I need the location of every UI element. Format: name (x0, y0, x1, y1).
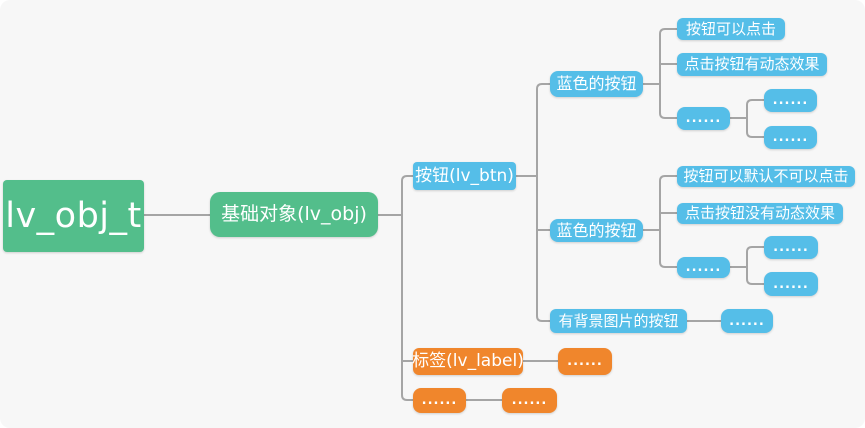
node-label-more[interactable]: ...... (558, 348, 612, 375)
node-img-bg-btn-more[interactable]: ...... (721, 309, 773, 333)
node-blue1-more-a[interactable]: ...... (764, 89, 817, 112)
node-other-more[interactable]: ...... (413, 388, 466, 413)
node-click-has-anim[interactable]: 点击按钮有动态效果 (677, 53, 827, 76)
node-click-no-anim[interactable]: 点击按钮没有动态效果 (677, 203, 843, 224)
node-blue-btn-2[interactable]: 蓝色的按钮 (550, 219, 643, 242)
node-blue1-more-b[interactable]: ...... (764, 126, 817, 149)
node-blue1-more[interactable]: ...... (677, 107, 730, 130)
node-blue-btn-1[interactable]: 蓝色的按钮 (550, 71, 643, 97)
node-blue2-more-b[interactable]: ...... (764, 272, 818, 296)
node-blue2-more[interactable]: ...... (677, 257, 730, 278)
node-base-obj[interactable]: 基础对象(lv_obj) (210, 192, 378, 237)
node-btn-default-not-clickable[interactable]: 按钮可以默认不可以点击 (677, 166, 855, 187)
node-btn[interactable]: 按钮(lv_btn) (413, 162, 516, 190)
node-btn-can-click[interactable]: 按钮可以点击 (677, 18, 785, 40)
node-other-more-child[interactable]: ...... (502, 388, 557, 413)
node-root[interactable]: lv_obj_t (3, 180, 144, 252)
node-img-bg-btn[interactable]: 有背景图片的按钮 (550, 309, 687, 333)
node-blue2-more-a[interactable]: ...... (764, 236, 818, 259)
node-label[interactable]: 标签(lv_label) (412, 348, 524, 375)
